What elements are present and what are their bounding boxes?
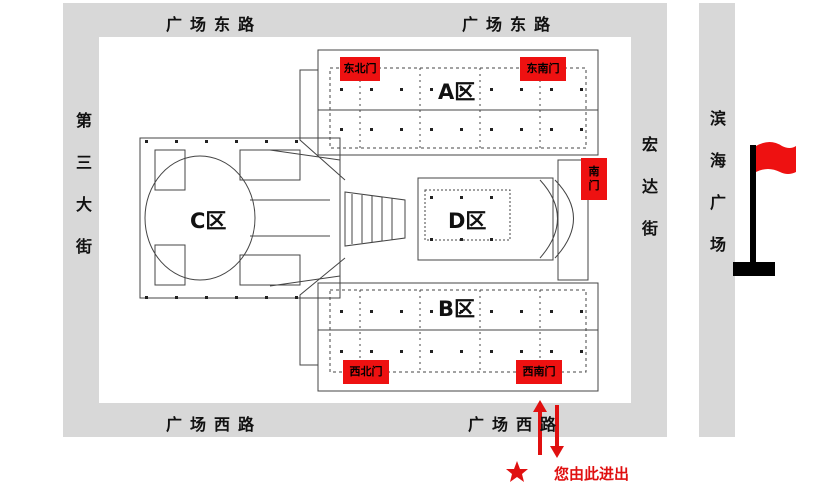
flag-icon xyxy=(733,142,796,276)
arrow-up-icon xyxy=(533,400,547,455)
gate-south-char: 门 xyxy=(588,179,600,192)
road-label-north-right: 广场东路 xyxy=(462,15,559,34)
road-label-east: 宏 达 街 xyxy=(640,124,660,250)
road-label-east-char: 宏 xyxy=(641,135,658,154)
zone-d-label: D区 xyxy=(448,209,487,233)
road-label-far-east-char: 海 xyxy=(709,151,726,170)
road-label-north-left: 广场东路 xyxy=(166,15,263,34)
road-label-west: 第 三 大 街 xyxy=(74,100,94,268)
road-label-far-east-char: 场 xyxy=(709,235,726,254)
gate-south-char: 南 xyxy=(588,165,600,178)
road-label-south-left: 广场西路 xyxy=(166,415,263,434)
road-label-south-right: 广场西路 xyxy=(468,415,565,434)
road-label-west-char: 大 xyxy=(75,195,92,214)
venue-lot xyxy=(99,37,631,403)
star-icon xyxy=(506,461,528,482)
zone-b-label: B区 xyxy=(438,297,476,321)
arrow-down-icon xyxy=(550,405,564,458)
road-label-west-char: 第 xyxy=(75,111,92,130)
road-label-west-char: 街 xyxy=(75,237,92,256)
road-label-east-char: 达 xyxy=(641,177,658,196)
gate-southwest: 西北门 xyxy=(343,360,389,384)
road-label-far-east-char: 广 xyxy=(709,193,726,212)
far-east-road-band xyxy=(699,3,735,437)
gate-northeast: 东南门 xyxy=(520,57,566,81)
gate-northwest: 东北门 xyxy=(340,57,380,81)
gate-south-east-wall: 南 门 xyxy=(581,158,607,200)
road-label-far-east-char: 滨 xyxy=(709,109,726,128)
zone-c-label: C区 xyxy=(190,209,227,233)
gate-southeast: 西南门 xyxy=(516,360,562,384)
road-label-west-char: 三 xyxy=(75,153,92,172)
road-label-far-east: 滨 海 广 场 xyxy=(708,98,728,266)
zone-a-label: A区 xyxy=(438,80,476,104)
entrance-note: 您由此进出 xyxy=(554,465,630,483)
road-label-east-char: 街 xyxy=(641,219,658,238)
